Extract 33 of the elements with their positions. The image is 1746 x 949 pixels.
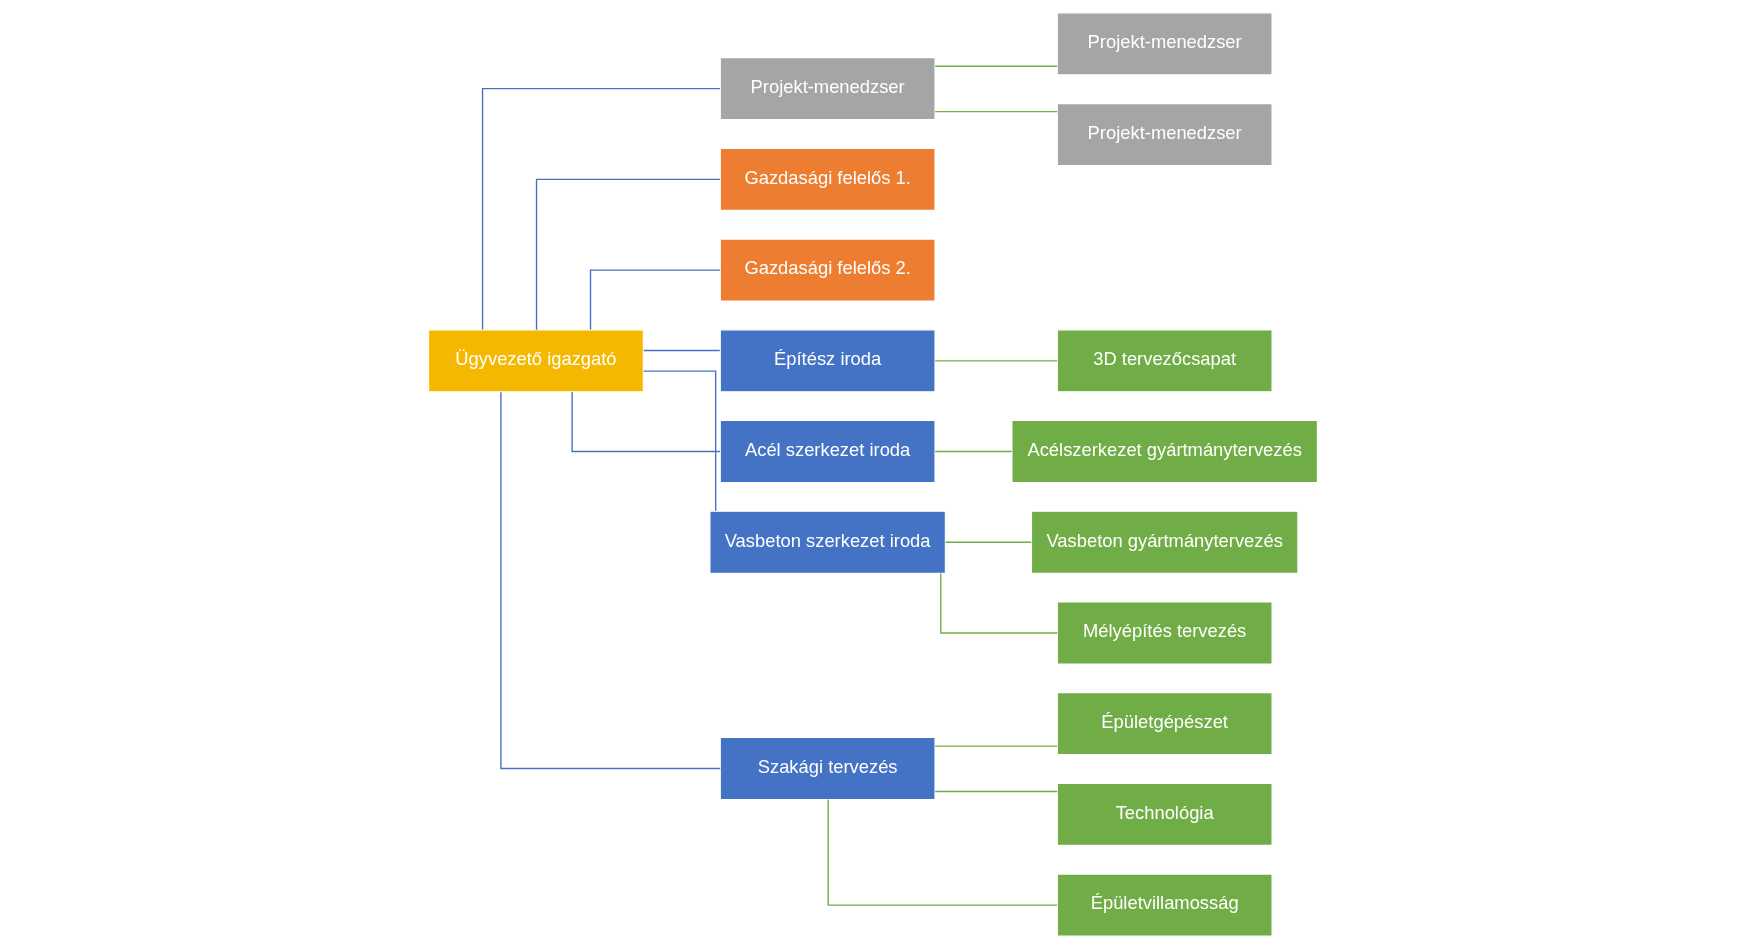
node-box: Acél szerkezet iroda [719,419,936,484]
node-box: Vasbeton szerkezet iroda [709,510,946,574]
connector [571,391,721,453]
connector [643,349,721,352]
connector [940,572,1058,634]
node-box: Projekt-menedzser [1056,103,1273,167]
node-box: Gazdasági felelős 2. [719,238,936,302]
node-box: Projekt-menedzser [719,57,936,121]
node-box: Szakági tervezés [719,736,936,801]
connector [934,790,1058,793]
connector [642,370,717,512]
connector [934,745,1058,747]
node-box: Épületvillamosság [1056,873,1273,937]
node-box: Ügyvezető igazgató [428,329,644,393]
node-box: Acélszerkezet gyártmánytervezés [1011,419,1318,484]
connector [827,798,1058,906]
node-box: Gazdasági felelős 1. [719,147,936,211]
connector [535,178,721,331]
connector [481,87,721,331]
connector [934,360,1058,362]
connector [500,391,721,770]
node-box: Technológia [1056,782,1273,846]
node-box: Mélyépítés tervezés [1056,601,1273,665]
connector [944,541,1032,543]
node-box: Projekt-menedzser [1056,12,1273,76]
node-box: Építész iroda [719,329,936,393]
connector [934,65,1058,67]
node-box: Épületgépészet [1056,692,1273,756]
connector [934,450,1013,453]
connector [934,110,1058,113]
node-box: Vasbeton gyártmánytervezés [1030,510,1299,574]
node-box: 3D tervezőcsapat [1056,329,1273,393]
connector [589,269,721,331]
